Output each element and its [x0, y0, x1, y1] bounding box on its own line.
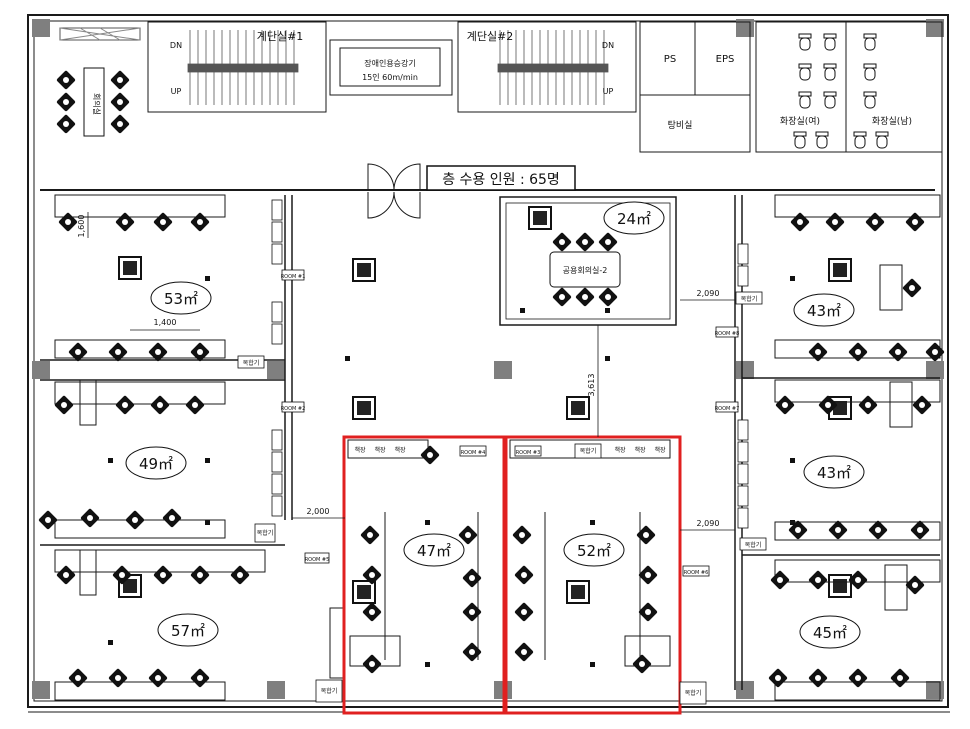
elevator-spec: 15인 60m/min	[362, 72, 418, 82]
meeting-table-top-left	[56, 67, 130, 137]
area-57: 57㎡	[171, 622, 205, 640]
cabinet-label: 복합기	[243, 359, 260, 367]
elevator-label: 장애인용승강기	[364, 58, 416, 68]
stair-up-left: UP	[171, 87, 182, 96]
desk-rows	[54, 194, 941, 701]
dim-1400: 1,400	[154, 318, 177, 327]
room-tag-8: ROOM #8	[715, 331, 740, 337]
area-24: 24㎡	[617, 210, 651, 228]
dim-1600: 1,600	[77, 215, 86, 238]
shelf-label: 책장	[614, 446, 626, 454]
highlighted-rooms	[342, 435, 682, 715]
room-tag-5: ROOM #5	[305, 557, 330, 563]
area-43-mid: 43㎡	[817, 464, 851, 482]
marker-dots	[108, 276, 795, 667]
area-53: 53㎡	[164, 290, 198, 308]
area-badges	[125, 201, 865, 649]
meeting-room-label: 회의실	[92, 93, 102, 115]
room-tag-7: ROOM #7	[715, 406, 740, 412]
stair-dn-left: DN	[170, 41, 182, 50]
door-swing-icon	[367, 163, 421, 219]
area-52: 52㎡	[577, 542, 611, 560]
room-tag-4: ROOM #4	[461, 450, 486, 456]
pantry-label: 탕비실	[668, 120, 693, 131]
dim-3613: 3,613	[587, 374, 596, 397]
room-tag-6: ROOM #6	[684, 570, 709, 576]
title-box: 층 수용 인원 : 65명	[426, 165, 576, 191]
chair-icon	[768, 212, 945, 688]
dim-2090-top: 2,090	[697, 289, 720, 298]
stair-left-label: 계단실#1	[257, 30, 304, 43]
top-core	[40, 21, 943, 191]
stair-dn-right: DN	[602, 41, 614, 50]
cabinet-label: 복합기	[745, 541, 762, 549]
shelving	[271, 199, 749, 529]
cabinet-label: 복합기	[321, 687, 338, 695]
area-47: 47㎡	[417, 542, 451, 560]
shelf-label: 책장	[394, 446, 406, 454]
restroom-men: 화장실(남)	[872, 116, 912, 127]
shelf-label: 책장	[374, 446, 386, 454]
area-49: 49㎡	[139, 455, 173, 473]
shelf-label: 책장	[354, 446, 366, 454]
shaft-eps: EPS	[716, 54, 735, 65]
dimension-lines	[87, 212, 735, 531]
area-45: 45㎡	[813, 624, 847, 642]
room-tags	[237, 269, 767, 705]
cabinet-label: 복합기	[741, 295, 758, 303]
stair-right-label: 계단실#2	[467, 30, 514, 43]
center-meeting-label: 공용회의실-2	[563, 265, 608, 275]
room-tag-3: ROOM #3	[516, 450, 541, 456]
shelf-label: 책장	[654, 446, 666, 454]
room-tag-1: ROOM #1	[281, 274, 306, 280]
dim-2000: 2,000	[307, 507, 330, 516]
stair-up-right: UP	[603, 87, 614, 96]
shelf-label: 책장	[634, 446, 646, 454]
capacity-title: 층 수용 인원 : 65명	[442, 172, 560, 188]
cabinet-label: 복합기	[685, 689, 702, 697]
area-43-top: 43㎡	[807, 302, 841, 320]
toilet-icon	[793, 33, 889, 149]
cabinet-label: 복합기	[257, 529, 274, 537]
shaft-ps: PS	[664, 54, 676, 65]
room-tag-2: ROOM #2	[281, 406, 306, 412]
restroom-women: 화장실(여)	[780, 115, 820, 127]
dim-2090-bot: 2,090	[697, 519, 720, 528]
stair-treads	[187, 30, 609, 105]
center-meeting-table	[549, 232, 621, 307]
cabinet-label: 복합기	[580, 447, 597, 455]
